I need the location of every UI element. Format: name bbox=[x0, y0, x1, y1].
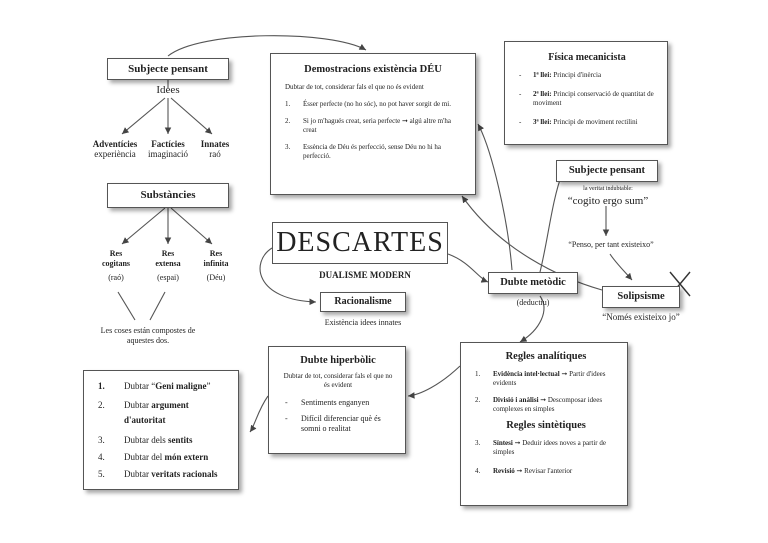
demostracions-intro: Dubtar de tot, considerar fals el que no… bbox=[285, 83, 424, 91]
dubtar-item-5: 5. Dubtar veritats racionals bbox=[98, 469, 218, 479]
fisica-law-1: - 1ª llei: Principi d'inèrcia bbox=[519, 71, 602, 79]
dubte-metodic-note: (deductiu) bbox=[516, 298, 550, 307]
link-descartes-dubte-metodic bbox=[447, 253, 489, 283]
regla-1: 1. Evidència intel·lectual ➞ Partir d'id… bbox=[475, 370, 606, 387]
solipsisme-box: Solipsisme bbox=[602, 286, 680, 308]
dubte-metodic-box: Dubte metòdic bbox=[488, 272, 578, 294]
fisica-title: Física mecanicista bbox=[548, 52, 626, 63]
demostracions-item-3: 3. Essència de Déu és perfecció, sense D… bbox=[285, 143, 442, 160]
fisica-law-3: - 3ª llei: Principi de moviment rectilin… bbox=[519, 118, 638, 126]
link-regles-hiperbolic bbox=[407, 365, 461, 399]
link-penso-solipsisme bbox=[609, 253, 633, 281]
dubtar-item-1: 1. Dubtar “Geni maligne” bbox=[98, 381, 211, 391]
fisica-law-2: - 2ª llei: Principi conservació de quant… bbox=[519, 90, 654, 107]
regles-sintetiques-title: Regles sintètiques bbox=[506, 420, 586, 431]
penso-quote: “Penso, per tant existeixo” bbox=[568, 240, 654, 249]
link-descartes-racionalisme bbox=[259, 247, 317, 306]
link-substancies-cogitans bbox=[121, 207, 166, 245]
subjecte-pensant-right-box: Subjecte pensant bbox=[556, 160, 658, 182]
dubte-metodic-title: Dubte metòdic bbox=[500, 277, 566, 288]
dubtar-item-4: 4. Dubtar del món extern bbox=[98, 452, 209, 462]
demostracions-item-2: 2. Si jo m'hagués creat, seria perfecte … bbox=[285, 117, 451, 134]
dubtar-list-box: 1. Dubtar “Geni maligne” 2. Dubtar argum… bbox=[83, 370, 239, 490]
link-hiperbolic-dubtar bbox=[249, 395, 269, 433]
demostracions-box: Demostracions existència DÉU Dubtar de t… bbox=[270, 53, 476, 195]
dualisme-modern: DUALISME MODERN bbox=[319, 270, 411, 280]
link-cogitans-note bbox=[117, 291, 136, 321]
link-solipsisme-demostracions bbox=[461, 195, 603, 291]
subjecte-pensant-left-title: Subjecte pensant bbox=[128, 63, 208, 75]
racionalisme-box: Racionalisme bbox=[320, 292, 406, 312]
racionalisme-note: Existència idees innates bbox=[324, 318, 402, 327]
link-extensa-note bbox=[149, 291, 166, 321]
cogito-quote: “cogito ergo sum” bbox=[567, 195, 649, 207]
substancies-note: Les coses están compostes de aquestes do… bbox=[100, 326, 196, 345]
hiperbolic-item-1: - Sentiments enganyen bbox=[285, 398, 370, 407]
dubtar-item-2: 2. Dubtar argument d'autoritat bbox=[98, 400, 189, 425]
dubte-hiperbolic-title: Dubte hiperbòlic bbox=[300, 355, 376, 366]
solipsisme-quote: “Només existeixo jo” bbox=[602, 312, 680, 322]
substancies-box: Substàncies bbox=[107, 183, 229, 208]
dubte-hiperbolic-box: Dubte hiperbòlic Dubtar de tot, consider… bbox=[268, 346, 406, 454]
descartes-title-box: DESCARTES bbox=[272, 222, 448, 264]
regla-2: 2. Divisió i anàlisi ➞ Descomposar idees… bbox=[475, 396, 603, 413]
link-ideas-adventicies bbox=[121, 97, 166, 135]
res-extensa: Res extensa (espai) bbox=[155, 249, 181, 282]
substancies-title: Substàncies bbox=[140, 189, 196, 201]
res-infinita: Res infinita (Déu) bbox=[203, 249, 229, 282]
regla-4: 4. Revisió ➞ Revisar l'anterior bbox=[475, 467, 573, 475]
demostracions-item-1: 1. Ésser perfecte (no ho sóc), no pot ha… bbox=[285, 100, 451, 108]
solipsisme-title: Solipsisme bbox=[617, 291, 665, 302]
fisica-box: Física mecanicista - 1ª llei: Principi d… bbox=[504, 41, 668, 145]
dubte-hiperbolic-intro: Dubtar de tot, considerar fals el que no… bbox=[283, 372, 393, 389]
link-substancies-infinita bbox=[170, 207, 213, 245]
regles-box: Regles analítiques 1. Evidència intel·le… bbox=[460, 342, 628, 506]
subjecte-pensant-right-title: Subjecte pensant bbox=[568, 165, 646, 176]
veritat-indubtable: la veritat indubtable: bbox=[583, 186, 633, 192]
regles-analitiques-title: Regles analítiques bbox=[505, 351, 587, 362]
link-ideas-innates bbox=[170, 97, 213, 135]
link-metodic-demostracions bbox=[477, 123, 513, 271]
ideas-label: Idees bbox=[156, 84, 180, 96]
link-metodic-subjecte bbox=[539, 173, 563, 273]
dubtar-item-3: 3. Dubtar dels sentits bbox=[98, 435, 193, 445]
idea-facticies: Factícies imaginació bbox=[148, 139, 188, 159]
idea-innates: Innates raó bbox=[200, 139, 230, 159]
link-metodic-regles bbox=[519, 295, 545, 343]
regla-3: 3. Síntesi ➞ Deduir idees noves a partir… bbox=[475, 439, 606, 456]
idea-adventicies: Adventícies experiència bbox=[92, 139, 138, 159]
racionalisme-title: Racionalisme bbox=[334, 296, 392, 307]
descartes-title: DESCARTES bbox=[276, 227, 444, 258]
hiperbolic-item-2: - Difícil diferenciar què és somni o rea… bbox=[285, 414, 381, 433]
res-cogitans: Res cogitans (raó) bbox=[102, 249, 130, 282]
subjecte-pensant-left-box: Subjecte pensant bbox=[107, 58, 229, 80]
demostracions-title: Demostracions existència DÉU bbox=[304, 64, 442, 75]
link-subjecte-demostracions bbox=[167, 35, 367, 57]
